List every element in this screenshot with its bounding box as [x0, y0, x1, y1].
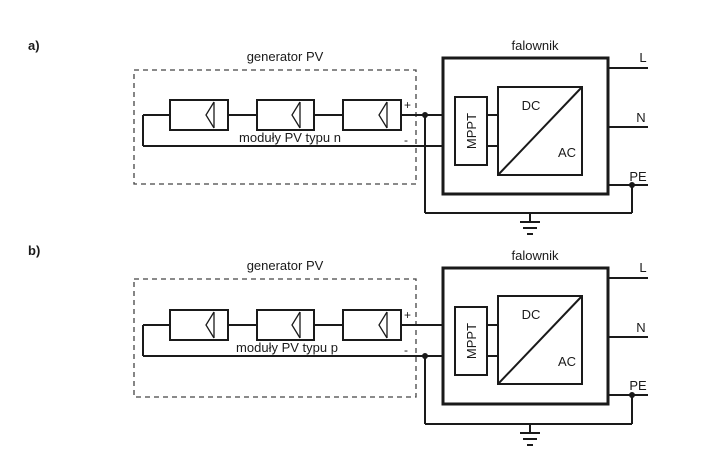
ground-icon — [520, 432, 540, 446]
pv-generator-label: generator PV — [247, 258, 324, 273]
mppt-label: MPPT — [464, 113, 479, 149]
inverter-label: falownik — [512, 248, 559, 263]
diagram-a-label: a) — [28, 38, 40, 53]
converter-diagonal — [497, 295, 583, 385]
output-n-label: N — [636, 320, 645, 335]
output-n-label: N — [636, 110, 645, 125]
output-l-label: L — [639, 50, 646, 65]
pv-module-icon — [342, 99, 402, 131]
mppt-label: MPPT — [464, 323, 479, 359]
ground-icon — [520, 221, 540, 235]
pv-modules-label: moduły PV typu p — [236, 340, 338, 355]
output-pe-label: PE — [629, 169, 647, 184]
diagram-b-label: b) — [28, 243, 40, 258]
inverter-label: falownik — [512, 38, 559, 53]
ac-label: AC — [558, 145, 576, 160]
dc-label: DC — [522, 307, 541, 322]
pv-module-icon — [256, 99, 315, 131]
mppt-box — [454, 306, 488, 376]
pv-modules-label: moduły PV typu n — [239, 130, 341, 145]
junction-dot-icon — [422, 353, 428, 359]
pv-module-icon — [169, 309, 229, 341]
pv-module-icon — [256, 309, 315, 341]
minus-terminal-label: - — [404, 133, 408, 147]
output-pe-label: PE — [629, 378, 647, 393]
ac-label: AC — [558, 354, 576, 369]
diagram-a: a) generator PV + - moduły PV typu n — [28, 38, 648, 235]
dc-label: DC — [522, 98, 541, 113]
plus-terminal-label: + — [404, 308, 411, 322]
output-l-label: L — [639, 260, 646, 275]
pv-module-icon — [169, 99, 229, 131]
converter-diagonal — [497, 86, 583, 176]
mppt-box — [454, 96, 488, 166]
pv-generator-label: generator PV — [247, 49, 324, 64]
pv-generator-frame — [133, 278, 417, 398]
pv-module-icon — [342, 309, 402, 341]
minus-terminal-label: - — [404, 343, 408, 357]
diagram-b: b) generator PV + - moduły PV typu p — [28, 243, 648, 446]
plus-terminal-label: + — [404, 98, 411, 112]
junction-dot-icon — [422, 112, 428, 118]
